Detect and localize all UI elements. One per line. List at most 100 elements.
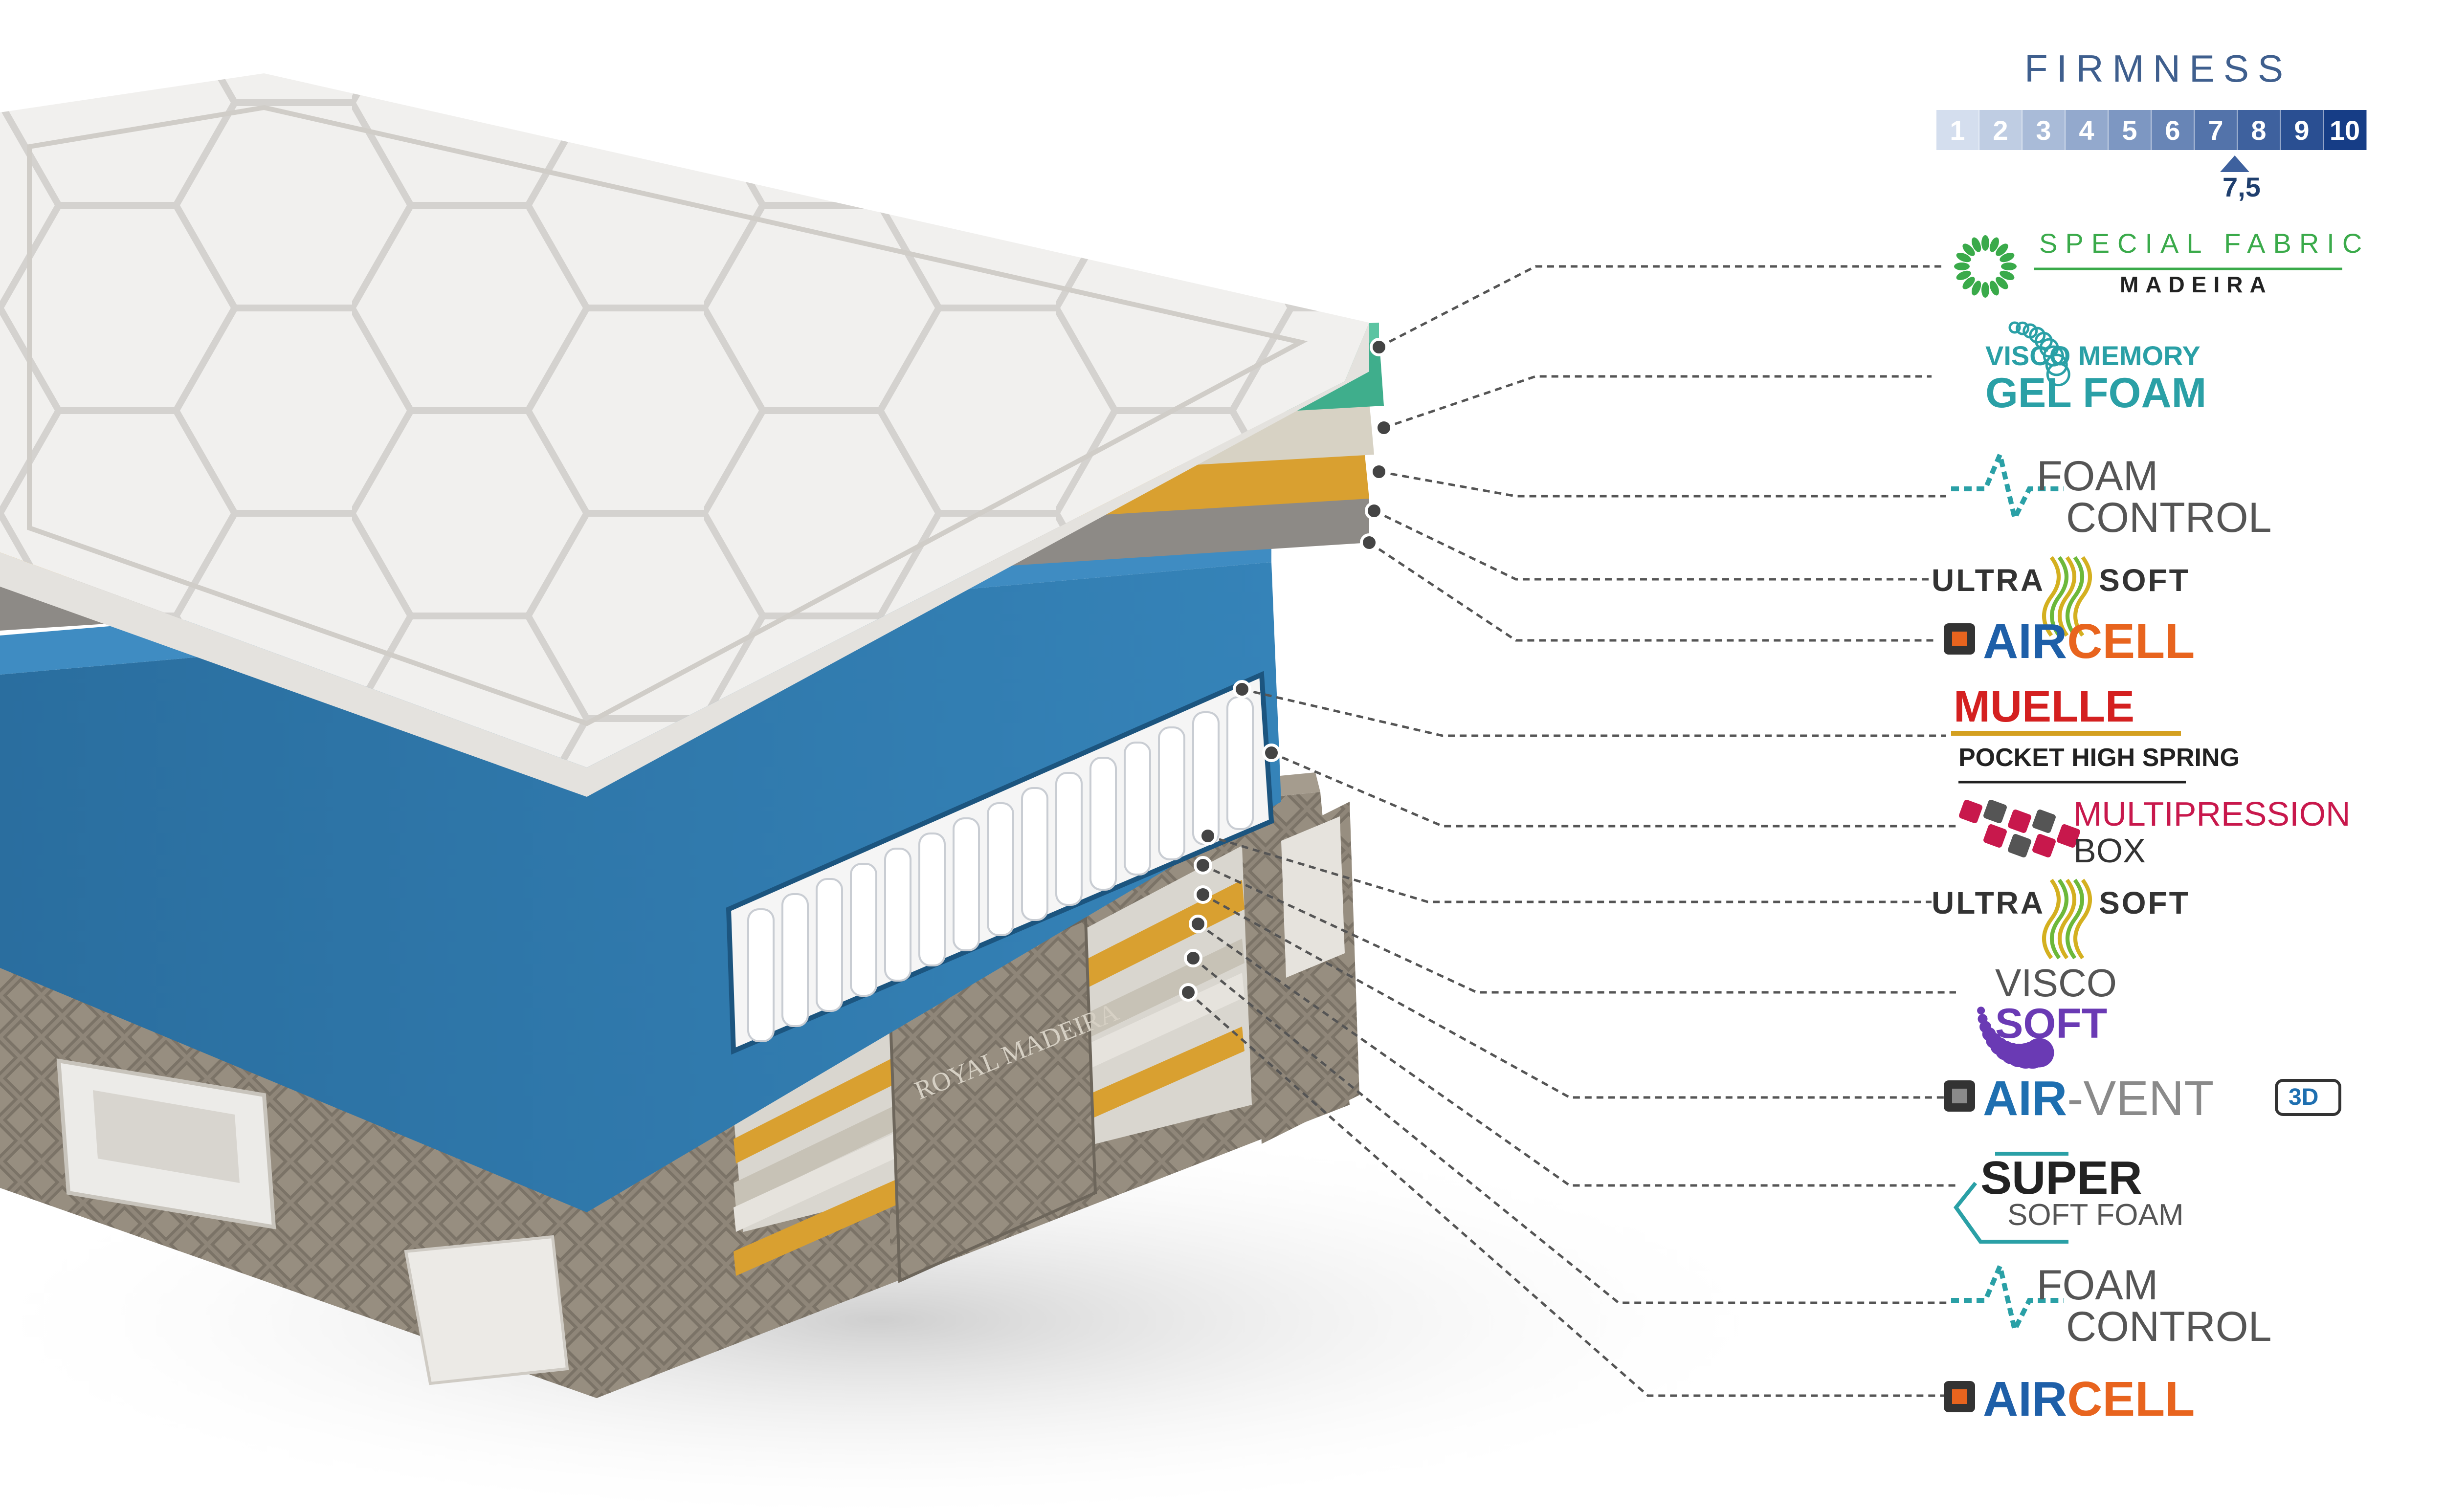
firmness-step: 8: [2238, 110, 2281, 150]
leaf-burst-icon: [1954, 235, 2017, 298]
visco-memory-label: VISCO MEMORY: [1985, 340, 2200, 371]
spring-coil: [1055, 772, 1083, 906]
callout-lines: [1187, 265, 1956, 1397]
callout-dot: [1370, 462, 1388, 481]
leaf-shape: [1956, 270, 1971, 280]
callout-line: [1368, 541, 1936, 642]
callout-dot: [1370, 338, 1388, 356]
callout-dot: [1233, 680, 1251, 699]
firmness-step: 6: [2152, 110, 2195, 150]
muelle-underline: [1951, 731, 2186, 784]
wave-stripe: [2066, 878, 2084, 960]
wave-stripe: [2073, 878, 2092, 960]
spring-coil: [1158, 726, 1185, 860]
firmness-step: 3: [2023, 110, 2066, 150]
air-text: AIR: [1983, 1071, 2067, 1126]
ultrasoft-label: ULTRA SOFT: [1932, 885, 2190, 921]
soft-text: SOFT: [2099, 563, 2190, 598]
ultra-text: ULTRA: [1932, 563, 2045, 598]
leaf-shape: [1981, 282, 1989, 298]
cube-shape: [2008, 834, 2031, 857]
spring-coil: [1192, 711, 1220, 845]
wave-stripes-icon: [2042, 556, 2092, 637]
leaf-shape: [1956, 253, 1971, 263]
firmness-title: FIRMNESS: [2024, 47, 2292, 90]
leaf-shape: [1989, 281, 1999, 296]
ultra-text: ULTRA: [1932, 885, 2045, 920]
leaf-shape: [1996, 277, 2008, 289]
visco-label: VISCO: [1995, 961, 2117, 1005]
callout-dot: [1194, 856, 1212, 875]
bubble-shape: [2046, 362, 2070, 387]
callout-dots: [1179, 338, 1393, 1002]
muelle-label: MUELLE: [1954, 682, 2134, 731]
spring-coil: [816, 878, 843, 1012]
callout-dot: [1262, 744, 1281, 762]
leaf-shape: [2000, 270, 2015, 280]
air-vent-label: AIR-VENT: [1983, 1071, 2214, 1127]
callout-line: [1242, 688, 1946, 737]
bubble-shape: [2029, 327, 2046, 344]
leaf-shape: [2001, 263, 2017, 270]
spring-coil: [918, 833, 946, 966]
cube-shape: [2057, 824, 2080, 848]
wave-stripe: [2042, 878, 2061, 960]
firmness-step: 4: [2066, 110, 2109, 150]
wave-stripe: [2050, 556, 2068, 637]
madeira-label: MADEIRA: [2120, 272, 2273, 297]
leaf-shape: [1996, 243, 2008, 256]
super-label: SUPER: [1980, 1152, 2142, 1204]
wave-stripe: [2073, 556, 2092, 637]
badge-3d: [2275, 1079, 2341, 1116]
pocket-springs: [747, 696, 1254, 1042]
spring-coil: [1021, 787, 1048, 921]
hexagon-outline-icon: [1953, 1152, 2068, 1244]
cube-shape: [1983, 824, 2007, 848]
spring-coil: [850, 863, 877, 997]
foam-control-label-2: CONTROL: [2066, 1303, 2272, 1350]
leaf-shape: [2000, 253, 2015, 263]
soft-foam-label: SOFT FOAM: [2007, 1198, 2184, 1232]
firmness-step: 5: [2109, 110, 2152, 150]
foam-control-label-1: FOAM: [2037, 453, 2158, 500]
callout-dot: [1194, 885, 1212, 904]
firmness-value: 7,5: [2223, 172, 2261, 202]
callout-line: [1271, 751, 1956, 828]
spring-coil: [953, 817, 980, 951]
callout-dot: [1199, 827, 1217, 845]
air-text: AIR: [1983, 1372, 2067, 1426]
callout-line: [1378, 470, 1946, 498]
spring-coil: [1226, 696, 1254, 830]
wave-stripes-icon: [2042, 878, 2092, 960]
callout-dot: [1179, 983, 1198, 1002]
callout-dot: [1184, 949, 1202, 967]
aircell-label: AIRCELL: [1983, 614, 2195, 670]
cube-shape: [2032, 810, 2056, 833]
bubble-arc-icon: [2008, 321, 2070, 387]
firmness-step: 9: [2281, 110, 2324, 150]
callout-line: [1373, 509, 1932, 581]
cube-shape: [2008, 810, 2031, 833]
cell-text: CELL: [2067, 1372, 2195, 1426]
spring-coil: [747, 908, 775, 1042]
leaf-shape: [1954, 263, 1970, 270]
square-badge-icon: [1944, 623, 1975, 1412]
wave-stripe: [2066, 556, 2084, 637]
leaf-shape: [1989, 237, 1999, 252]
quilted-top: [0, 73, 1369, 797]
soft-text: SOFT: [2099, 885, 2190, 920]
ultrasoft-label: ULTRA SOFT: [1932, 562, 2190, 598]
leaf-shape: [1981, 235, 1989, 251]
multipression-label: MULTIPRESSION: [2073, 795, 2351, 833]
firmness-step: 7: [2195, 110, 2238, 150]
callout-line: [1383, 375, 1932, 429]
callout-dot: [1375, 418, 1393, 437]
wave-stripe: [2058, 556, 2076, 637]
firmness-step: 1: [1936, 110, 1979, 150]
callout-dot: [1189, 915, 1207, 933]
firmness-pointer: [2220, 155, 2249, 172]
foam-control-label-1: FOAM: [2037, 1262, 2158, 1309]
vent-text: -VENT: [2067, 1071, 2214, 1126]
